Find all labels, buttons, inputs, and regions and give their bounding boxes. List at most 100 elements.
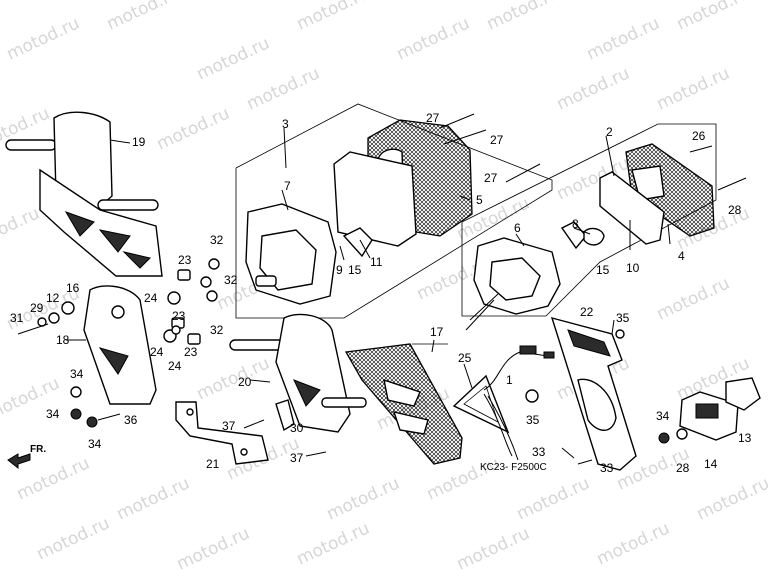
callout-35: 35 xyxy=(616,311,630,325)
watermark-text: motod.ru xyxy=(484,0,563,35)
watermark-text: motod.ru xyxy=(554,63,633,114)
callout-24: 24 xyxy=(168,359,182,373)
callout-25: 25 xyxy=(458,351,472,365)
callout-33: 33 xyxy=(600,461,614,475)
watermark-text: motod.ru xyxy=(194,353,273,404)
callout-13: 13 xyxy=(738,431,752,445)
part-22-license-stay xyxy=(550,316,637,471)
part-8-socket xyxy=(583,227,605,246)
watermark-text: motod.ru xyxy=(294,0,373,35)
watermark-text: motod.ru xyxy=(294,518,373,569)
leader-lines xyxy=(66,127,671,389)
callout-2: 2 xyxy=(606,125,613,139)
callout-1: 1 xyxy=(506,373,513,387)
watermark-text: motod.ru xyxy=(324,473,403,524)
callout-10: 10 xyxy=(626,261,640,275)
part-30-clip xyxy=(275,399,295,432)
callout-32: 32 xyxy=(224,273,238,287)
callout-3: 3 xyxy=(282,117,289,131)
watermark-text: motod.ru xyxy=(4,13,83,64)
callout-6: 6 xyxy=(514,221,521,235)
callout-32: 32 xyxy=(210,323,224,337)
watermark-text: motod.ru xyxy=(244,63,323,114)
callout-14: 14 xyxy=(704,457,718,471)
part-14-license-light xyxy=(679,391,739,441)
watermark-text: motod.ru xyxy=(0,203,43,254)
watermark-text: motod.ru xyxy=(34,513,113,564)
watermark-text: motod.ru xyxy=(394,13,473,64)
part-21-stay xyxy=(175,401,269,465)
watermark-text: motod.ru xyxy=(674,0,753,35)
callout-20: 20 xyxy=(238,375,252,389)
callout-34: 34 xyxy=(656,409,670,423)
callout-29: 29 xyxy=(30,301,44,315)
diagram-code: KC23- F2500C xyxy=(480,462,547,473)
part-19-bracket xyxy=(5,111,163,277)
callout-21: 21 xyxy=(206,457,220,471)
part-20-bracket xyxy=(229,313,367,433)
callout-19: 19 xyxy=(132,135,146,149)
callout-23: 23 xyxy=(178,253,192,267)
callout-5: 5 xyxy=(476,193,483,207)
callout-15: 15 xyxy=(596,263,610,277)
callout-35: 35 xyxy=(526,413,540,427)
callout-28: 28 xyxy=(728,203,742,217)
callout-27: 27 xyxy=(426,111,440,125)
callout-24: 24 xyxy=(150,345,164,359)
part-11-gasket xyxy=(333,151,417,247)
callout-30: 30 xyxy=(290,421,304,435)
callout-16: 16 xyxy=(66,281,80,295)
watermark-text: motod.ru xyxy=(104,0,183,35)
callout-32: 32 xyxy=(210,233,224,247)
callout-17: 17 xyxy=(430,325,444,339)
part-1-harness xyxy=(483,345,555,461)
callout-28: 28 xyxy=(676,461,690,475)
watermark-text: motod.ru xyxy=(154,103,233,154)
callout-33: 33 xyxy=(532,445,546,459)
callout-27: 27 xyxy=(484,171,498,185)
callout-37: 37 xyxy=(222,419,236,433)
front-label: FR. xyxy=(30,444,46,455)
callout-8: 8 xyxy=(572,217,579,231)
small-hardware xyxy=(17,258,688,465)
callout-31: 31 xyxy=(10,311,24,325)
watermark-text: motod.ru xyxy=(174,523,253,574)
watermark-text: motod.ru xyxy=(584,13,663,64)
part-18-cover xyxy=(83,285,157,405)
callout-24: 24 xyxy=(144,291,158,305)
watermark-text: motod.ru xyxy=(654,273,733,324)
callout-12: 12 xyxy=(46,291,60,305)
group-box-3 xyxy=(235,103,553,319)
callout-26: 26 xyxy=(692,129,706,143)
part-13-lens xyxy=(725,377,761,411)
part-25-reflector xyxy=(452,374,510,434)
callout-7: 7 xyxy=(284,179,291,193)
screws-27-26-28 xyxy=(439,113,747,191)
callout-4: 4 xyxy=(678,249,685,263)
callout-34: 34 xyxy=(46,407,60,421)
watermark-text: motod.ru xyxy=(454,523,533,574)
callout-23: 23 xyxy=(172,309,186,323)
watermark-text: motod.ru xyxy=(594,518,673,569)
front-arrow-icon xyxy=(7,453,31,470)
part-6-base xyxy=(465,237,561,331)
watermark-text: motod.ru xyxy=(694,473,768,524)
watermark-text: motod.ru xyxy=(114,473,193,524)
callout-23: 23 xyxy=(184,345,198,359)
callout-11: 11 xyxy=(370,255,383,269)
callout-22: 22 xyxy=(580,305,594,319)
part-7-tail-base xyxy=(245,203,337,305)
callout-15: 15 xyxy=(348,263,362,277)
callout-34: 34 xyxy=(88,437,102,451)
part-10-gasket xyxy=(599,171,665,245)
callout-9: 9 xyxy=(336,263,343,277)
callout-27: 27 xyxy=(490,133,504,147)
callout-34: 34 xyxy=(70,367,84,381)
callout-36: 36 xyxy=(124,413,138,427)
watermark-text: motod.ru xyxy=(654,63,733,114)
watermark-text: motod.ru xyxy=(194,33,273,84)
callout-37: 37 xyxy=(290,451,304,465)
